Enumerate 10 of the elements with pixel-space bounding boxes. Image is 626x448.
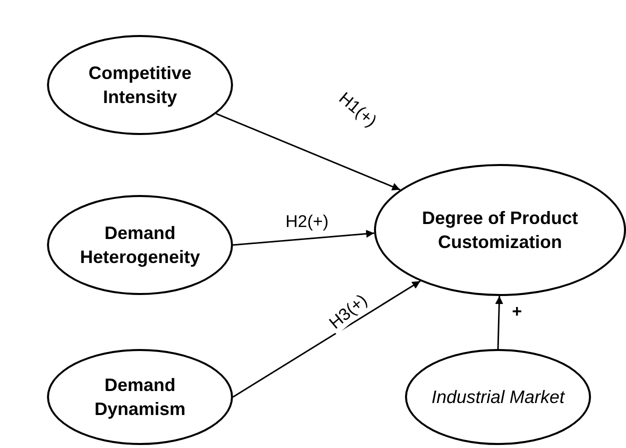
node-label: Competitive Intensity	[87, 62, 193, 109]
edge-label: H2(+)	[284, 212, 330, 232]
node-label: Demand Heterogeneity	[78, 222, 202, 269]
arrow	[495, 296, 504, 350]
arrow	[232, 230, 374, 246]
arrow	[216, 112, 400, 190]
node-label: Demand Dynamism	[93, 374, 187, 421]
node-label: Industrial Market	[430, 386, 566, 409]
arrow	[232, 280, 421, 398]
node-label: Degree of Product Customization	[420, 207, 580, 254]
